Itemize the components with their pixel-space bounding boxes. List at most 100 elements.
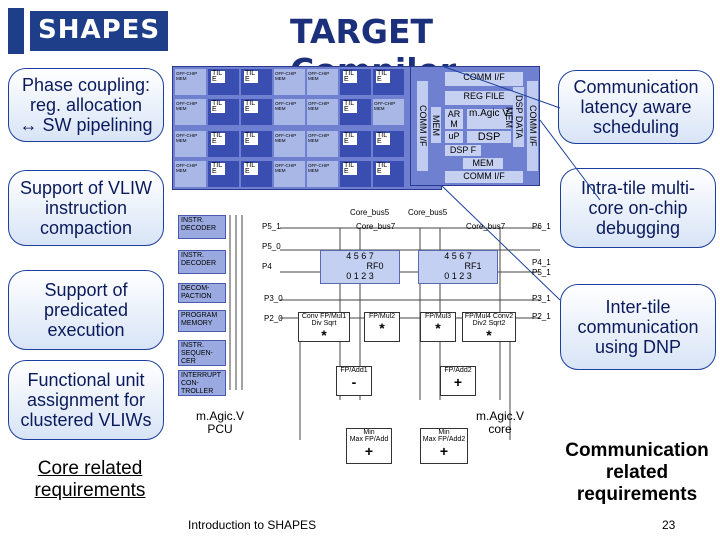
fu-fpmul4-conv2: FP/Mul4 Conv2 Div2 Sqrt2 * [462, 312, 516, 343]
callout-predicated: Support of predicated execution [8, 270, 164, 350]
offchip-mem: OFF-CHIP MEM [307, 69, 338, 95]
footer-text: Introduction to SHAPES [188, 518, 317, 532]
callout-phase-coupling: Phase coupling: reg. allocation ↔ SW pip… [8, 68, 164, 142]
mul-op-4: * [486, 327, 492, 343]
add-op-1: + [364, 443, 374, 459]
dsp-f: DSP F [445, 145, 481, 156]
tile-row: OFF-CHIP MEM TIL E TIL E OFF-CHIP MEM OF… [175, 161, 404, 189]
tile: TIL E [373, 131, 404, 157]
offchip-mem: OFF-CHIP MEM [274, 131, 305, 157]
register-file-0: 4 5 6 7 RF0 0 1 2 3 [320, 250, 400, 284]
offchip-mem: OFF-CHIP MEM [274, 69, 305, 95]
comm-if-right: COMM I/F [527, 81, 538, 171]
tile: TIL E [241, 161, 272, 187]
instr-sequencer: INSTR. SEQUEN- CER [178, 340, 226, 366]
offchip-mem: OFF-CHIP MEM [307, 161, 338, 187]
pcu-label: m.Agic.V PCU [195, 409, 244, 436]
fu-min-max-2: Min Max FP/Add2 + [420, 428, 468, 464]
callout-functional-unit: Functional unit assignment for clustered… [8, 360, 164, 440]
decompaction: DECOM- PACTION [178, 283, 226, 303]
tile: TIL E [340, 99, 371, 125]
logo-text: SHAPES [30, 11, 169, 51]
tile: TIL E [208, 99, 239, 125]
dsp-data-mem: DSP DATA MEM [504, 87, 524, 147]
tile: TIL E [208, 131, 239, 157]
core-bus7-a: Core_bus7 [356, 222, 396, 231]
mul-op-2: * [379, 320, 385, 336]
offchip-mem: OFF-CHIP MEM [307, 99, 338, 125]
dsp-mem: MEM [463, 158, 503, 169]
comm-if-bottom: COMM I/F [445, 171, 523, 183]
mem-left: MEM [431, 107, 441, 143]
program-memory: PROGRAM MEMORY [178, 310, 226, 332]
instr-decoder-2: INSTR. DECODER [178, 250, 226, 274]
fu-fpmul2: FP/Mul2 * [364, 312, 400, 342]
core-bus5-b: Core_bus5 [408, 208, 448, 217]
offchip-mem: OFF-CHIP MEM [175, 99, 206, 125]
offchip-mem: OFF-CHIP MEM [307, 131, 338, 157]
interrupt-controller: INTERRUPT CON- TROLLER [178, 370, 226, 396]
fu-fpadd2: FP/Add2 + [440, 366, 476, 396]
reg-file: REG FILE [445, 91, 523, 105]
offchip-mem: OFF-CHIP MEM [274, 99, 305, 125]
tile: TIL E [340, 69, 371, 95]
tile: TIL E [241, 99, 272, 125]
offchip-mem: OFF-CHIP MEM [175, 161, 206, 187]
core-label: m.Agic.V core [475, 409, 524, 436]
add-op-3: + [439, 443, 449, 459]
shapes-logo: SHAPES [8, 8, 169, 54]
port-p5-1-right: P5_1 [532, 268, 551, 277]
port-p6-1: P6_1 [532, 222, 551, 231]
tile: TIL E [340, 161, 371, 187]
port-p3-0: P3_0 [264, 294, 283, 303]
core-requirements: Core related requirements [34, 458, 146, 501]
core-bus7-b: Core_bus7 [466, 222, 506, 231]
port-p5-0: P5_0 [262, 242, 281, 251]
mul-op-1: * [321, 327, 327, 343]
callout-comm-latency: Communication latency aware scheduling [558, 70, 714, 144]
port-p5-1: P5_1 [262, 222, 281, 231]
port-p4: P4 [262, 262, 272, 271]
tile-row: OFF-CHIP MEM TIL E TIL E OFF-CHIP MEM OF… [175, 69, 404, 97]
add-op-2: + [453, 374, 463, 390]
offchip-mem: OFF-CHIP MEM [274, 161, 305, 187]
dsp-tile-detail: COMM I/F MEM COMM I/F REG FILE AR M m.Ag… [410, 66, 540, 186]
fu-min-max: Min Max FP/Add + [346, 428, 392, 464]
tile: TIL E [241, 131, 272, 157]
comm-if-left: COMM I/F [417, 81, 428, 171]
tile-grid: OFF-CHIP MEM TIL E TIL E OFF-CHIP MEM OF… [172, 66, 442, 190]
port-p2-1: P2_1 [532, 312, 551, 321]
arm: AR M [445, 109, 463, 129]
up: uP [445, 131, 463, 143]
port-p2-0: P2_0 [264, 314, 283, 323]
offchip-mem: OFF-CHIP MEM [373, 99, 404, 125]
comm-if-top: COMM I/F [445, 72, 523, 86]
tile: TIL E [208, 69, 239, 95]
fu-fpadd1: FP/Add1 - [336, 366, 372, 396]
port-p4-1: P4_1 [532, 258, 551, 267]
logo-grid-icon [8, 8, 24, 54]
core-bus5-a: Core_bus5 [350, 208, 390, 217]
callout-vliw: Support of VLIW instruction compaction [8, 170, 164, 246]
communication-requirements: Communication related requirements [565, 440, 709, 505]
fu-conv-fpmul1: Conv FP/Mul1 Div Sqrt * [298, 312, 350, 343]
sub-op-1: - [351, 374, 357, 390]
fu-fpmul3: FP/Mul3 * [420, 312, 456, 342]
tile-row: OFF-CHIP MEM TIL E TIL E OFF-CHIP MEM OF… [175, 99, 404, 127]
tile: TIL E [241, 69, 272, 95]
register-file-1: 4 5 6 7 RF1 0 1 2 3 [418, 250, 498, 284]
offchip-mem: OFF-CHIP MEM [175, 131, 206, 157]
tile: TIL E [373, 161, 404, 187]
port-p3-1: P3_1 [532, 294, 551, 303]
tile: TIL E [340, 131, 371, 157]
tile: TIL E [373, 69, 404, 95]
magic-v: m.Agic V [467, 109, 511, 129]
page-number: 23 [662, 518, 676, 532]
instr-decoder-1: INSTR. DECODER [178, 215, 226, 239]
callout-dnp: Inter-tile communication using DNP [560, 284, 716, 370]
tile-row: OFF-CHIP MEM TIL E TIL E OFF-CHIP MEM OF… [175, 131, 404, 159]
dsp: DSP [467, 131, 511, 143]
tile: TIL E [208, 161, 239, 187]
mul-op-3: * [435, 320, 441, 336]
